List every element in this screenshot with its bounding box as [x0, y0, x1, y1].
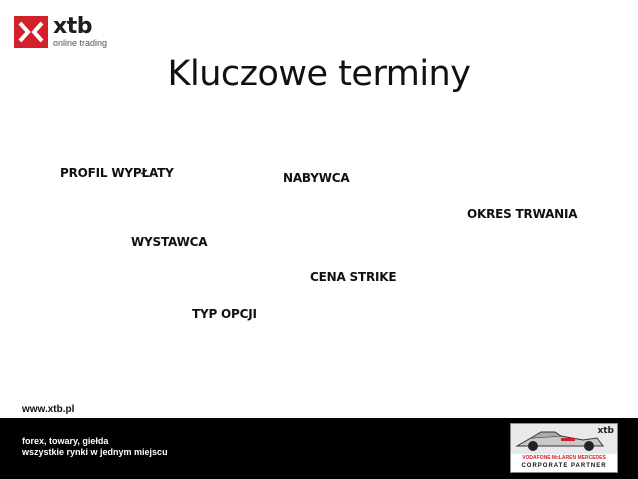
term-wystawca: WYSTAWCA [131, 235, 208, 249]
website-link[interactable]: www.xtb.pl [22, 404, 75, 415]
brand-name: xtb [53, 14, 92, 39]
term-okres-trwania: OKRES TRWANIA [467, 207, 578, 221]
x-logo-icon [14, 16, 48, 48]
corporate-partner-badge: xtb VODAFONE McLAREN MERCEDES CORPORATE … [510, 423, 618, 473]
term-cena-strike: CENA STRIKE [310, 270, 397, 284]
xtb-logo: xtb online trading [14, 14, 107, 50]
term-typ-opcji: TYP OPCJI [192, 307, 257, 321]
footer-line-2: wszystkie rynki w jednym miejscu [22, 447, 168, 457]
race-car-icon [511, 424, 617, 454]
partner-line-2: CORPORATE PARTNER [521, 463, 607, 469]
slide-title: Kluczowe terminy [167, 54, 471, 94]
term-nabywca: NABYWCA [283, 171, 350, 185]
term-profil-wyplaty: PROFIL WYPŁATY [60, 166, 174, 180]
logo-text: xtb online trading [53, 16, 107, 48]
brand-tagline: online trading [53, 38, 108, 48]
footer-line-1: forex, towary, giełda [22, 436, 109, 446]
partner-brand-text: xtb [597, 426, 614, 436]
partner-line-1: VODAFONE McLAREN MERCEDES [522, 455, 606, 461]
footer-bar: forex, towary, giełda wszystkie rynki w … [0, 418, 638, 479]
footer-tagline: forex, towary, giełda wszystkie rynki w … [22, 436, 168, 458]
